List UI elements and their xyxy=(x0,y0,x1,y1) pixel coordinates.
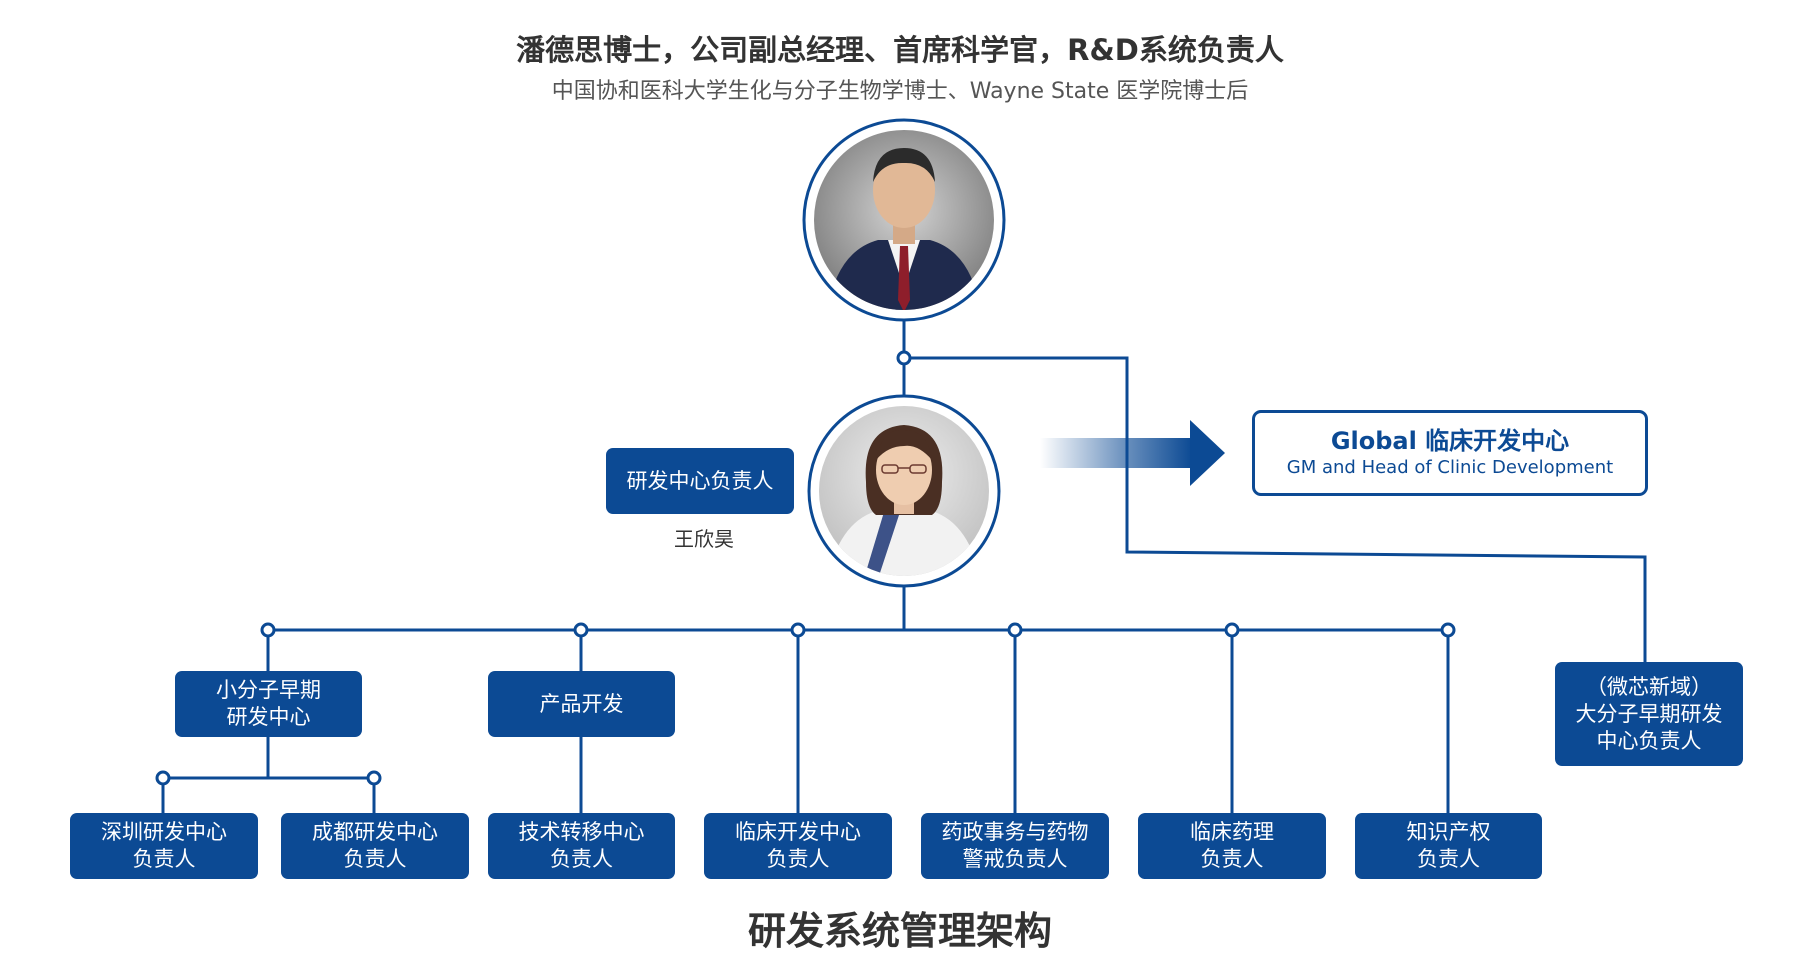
junction-dots xyxy=(155,350,1456,786)
rd-center-head-name: 王欣昊 xyxy=(674,527,734,551)
box-line: （微芯新域） xyxy=(1586,674,1712,699)
chart-footer-title: 研发系统管理架构 xyxy=(747,909,1052,953)
box-line: 临床开发中心 xyxy=(735,820,861,844)
box-line: 中心负责人 xyxy=(1596,728,1702,753)
tech-transfer-center-box: 技术转移中心 负责人 xyxy=(488,813,675,879)
box-line: 深圳研发中心 xyxy=(101,820,227,844)
box-line: 研发中心 xyxy=(226,705,311,729)
large-molecule-center-box: （微芯新域） 大分子早期研发 中心负责人 xyxy=(1555,662,1743,766)
rd-center-head-label: 研发中心负责人 xyxy=(606,448,794,514)
global-box-subtitle: GM and Head of Clinic Development xyxy=(1286,457,1614,478)
box-line: 负责人 xyxy=(766,847,830,871)
box-line: 警戒负责人 xyxy=(962,847,1068,871)
chengdu-center-box: 成都研发中心 负责人 xyxy=(281,813,469,879)
box-line: 负责人 xyxy=(343,847,407,871)
header-subtitle: 中国协和医科大学生化与分子生物学博士、Wayne State 医学院博士后 xyxy=(551,79,1249,104)
box-line: 大分子早期研发 xyxy=(1575,701,1723,726)
clinical-dev-center-box: 临床开发中心 负责人 xyxy=(704,813,892,879)
avatar-center xyxy=(807,394,1001,588)
box-line: 负责人 xyxy=(132,847,196,871)
box-line: 成都研发中心 xyxy=(312,820,438,844)
regulatory-affairs-box: 药政事务与药物 警戒负责人 xyxy=(921,813,1109,879)
header-title: 潘德思博士，公司副总经理、首席科学官，R&D系统负责人 xyxy=(516,33,1284,67)
box-line: 负责人 xyxy=(1417,847,1480,871)
avatar-top xyxy=(802,118,1006,322)
small-molecule-center-box: 小分子早期 研发中心 xyxy=(175,671,362,737)
box-line: 负责人 xyxy=(550,847,613,871)
box-line: 知识产权 xyxy=(1406,820,1491,844)
intellectual-property-box: 知识产权 负责人 xyxy=(1355,813,1542,879)
box-line: 产品开发 xyxy=(539,691,624,716)
box-line: 小分子早期 xyxy=(216,678,321,702)
global-clinical-center-box: Global 临床开发中心 GM and Head of Clinic Deve… xyxy=(1252,410,1648,496)
shenzhen-center-box: 深圳研发中心 负责人 xyxy=(70,813,258,879)
box-line: 临床药理 xyxy=(1190,820,1274,844)
global-box-title: Global 临床开发中心 xyxy=(1330,427,1570,455)
clinical-pharmacology-box: 临床药理 负责人 xyxy=(1138,813,1326,879)
box-line: 药政事务与药物 xyxy=(941,820,1089,844)
box-line: 负责人 xyxy=(1200,847,1264,871)
product-development-box: 产品开发 xyxy=(488,671,675,737)
box-line: 技术转移中心 xyxy=(518,820,645,844)
right-arrow-icon xyxy=(1040,420,1225,486)
